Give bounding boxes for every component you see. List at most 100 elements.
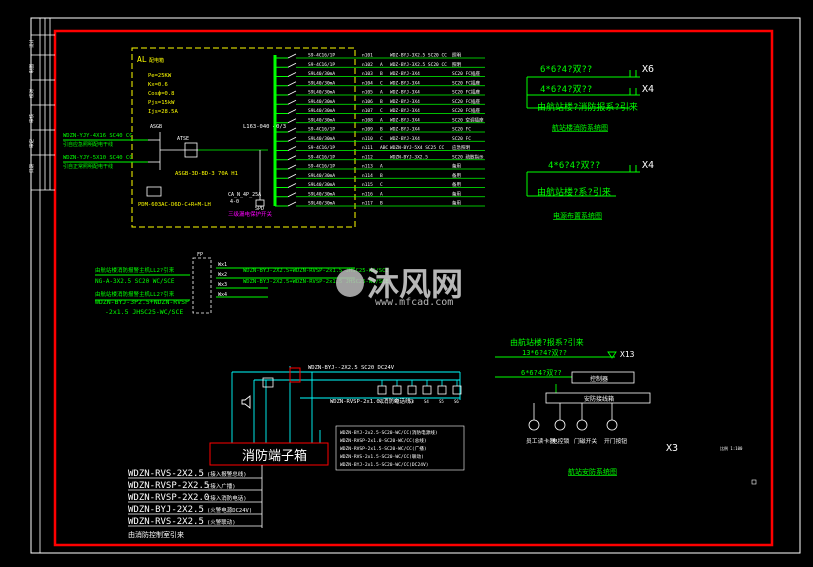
detector-label: S1 [379, 399, 384, 404]
ml-outcable1: WDZN-BYJ-2X2.5+WDZN-RVSP-2x1.5 JHSC25-WC… [243, 268, 389, 274]
breaker-symbol [287, 118, 297, 124]
legend-right-line: WDZN-RVS-2x1.5-SC20-WC/CC(联动) [340, 453, 424, 460]
spd-symbol [255, 150, 265, 207]
fp-output-label: Wx1 [218, 262, 227, 268]
ats-switch [148, 132, 268, 170]
circuit-phase: C [380, 80, 383, 86]
ml-cable2: WDZN-BYJ-3P2.5+NDZN-RVSP [95, 298, 189, 306]
circuit-breaker: S9-4C16/1P [308, 127, 335, 133]
fp-box [192, 257, 212, 314]
circuit-breaker: S9L40/30mA [308, 108, 335, 114]
circuit-use: SC20 FC [452, 127, 471, 133]
title-block-label: 审定 [28, 139, 35, 148]
ur-tag1: X6 [642, 64, 654, 75]
circuit-phase: B [380, 71, 383, 77]
lower-bus-cable: WDZN-RVSP-2x1.0(消防电话线) [330, 397, 414, 405]
circuit-id: n111 [362, 145, 373, 151]
breaker-symbol [287, 72, 297, 77]
circuit-cable: WDZ-BYJ-3X2.5 SC20 CC [390, 62, 447, 68]
breaker-symbol [287, 127, 297, 133]
legend-right: WDZN-BYJ-2x2.5-SC20-WC/CC(消防电源线)WDZN-RVS… [340, 429, 438, 468]
device-symbol-icon [606, 419, 618, 431]
circuit-use: SC20 FC [452, 136, 471, 142]
lower-top-cable: WDZN-BYJ--2X2.5 SC20 DC24V [308, 365, 395, 371]
branch-sub: 4-0 [230, 199, 239, 205]
title-block-label: 校对 [28, 89, 35, 98]
ur-line2: 4*6?4?双?? [540, 84, 592, 95]
circuit-use: 应急照明 [452, 144, 470, 151]
watermark-main: 沐风网 [367, 265, 463, 303]
lr-tag1: X13 [620, 350, 635, 359]
fp-output-label: Wx3 [218, 282, 227, 288]
breaker-symbol [287, 109, 297, 114]
circuit-breaker: S9-4C16/1P [308, 164, 335, 170]
circuit-use: 备用 [452, 172, 461, 179]
circuit-phase: C [380, 108, 383, 114]
circuit-cable: WDZ-BYJ-3X4 [390, 80, 420, 86]
circuit-cable: WDZ-BYJ-3X4 [390, 108, 420, 114]
circuit-breaker: S9L40/30mA [308, 136, 335, 142]
ur-caption2: 电源布置系统图 [553, 211, 602, 220]
ml-outcable2: WDZN-BYJ-2X2.5+WDZN-RVSP-2x1.5 JHSC25-WC… [243, 279, 389, 285]
ml-cable2b: -2x1.5 JHSC25-WC/SCE [105, 308, 183, 316]
upper-right-jacks [629, 70, 637, 173]
circuit-use: SC20 FC插座 [452, 107, 480, 114]
upper-right-lines [526, 76, 640, 197]
terminal-box-label: 消防端子箱 [242, 448, 307, 464]
hub-box [545, 392, 651, 404]
circuit-phase: C [380, 136, 383, 142]
circuit-phase: B [380, 99, 383, 105]
device-label: 员工读卡器 [526, 437, 555, 445]
circuit-id: n101 [362, 53, 373, 59]
breaker-symbol [287, 183, 297, 188]
legend-left-note: (火警联动) [207, 518, 236, 526]
breaker-symbol [287, 99, 297, 105]
circuit-use: 备用 [452, 181, 461, 188]
detector-box [452, 385, 462, 395]
lower-footer: 由消防控制室引来 [128, 530, 184, 539]
incoming-src-2: 引自正常照明配电干线 [63, 163, 113, 170]
legend-right-line: WDZN-RVSP-2x1.0-SC20-WC/CC(总线) [340, 437, 427, 444]
breaker-symbol [287, 192, 297, 198]
speaker-icon [241, 395, 251, 409]
circuit-cable: WDZ-BYJ-3X4 [390, 117, 420, 123]
circuit-id: n103 [362, 71, 373, 77]
lr-caption: 航站安防系统图 [568, 467, 617, 476]
incoming-cable-2: WDZN-YJY-5X10 SC40 CC [63, 155, 133, 161]
title-block [31, 18, 55, 553]
breaker-symbol [287, 146, 297, 151]
ur-ref: 由航站楼?消防报系?引来 [537, 101, 638, 113]
circuit-use: SC20 FC插座 [452, 79, 480, 86]
detector-label: S3 [409, 399, 414, 404]
circuit-use: 照明 [452, 62, 461, 68]
device-label: 门磁开关 [574, 437, 597, 445]
legend-right-line: WDZN-BYJ-2x2.5-SC20-WC/CC(消防电源线) [340, 429, 438, 436]
legend-left-note: (接入消防电话) [207, 494, 247, 502]
circuit-breaker: S9L40/30mA [308, 191, 335, 197]
title-block-label: 审核 [28, 114, 35, 123]
legend-left-note: (火警电源DC24V) [207, 506, 252, 514]
panel-param: Pe=25KW [148, 73, 172, 79]
circuit-use: SC20 空调插座 [452, 116, 484, 123]
circuit-cable: WDZ-BYJ-3X4 [390, 127, 420, 133]
circuit-id: n113 [362, 164, 373, 170]
circuit-id: n114 [362, 173, 373, 179]
circuit-cable: WDZN-BYJ-3X2.5 [390, 154, 428, 160]
circuit-use: 照明 [452, 53, 461, 59]
ml-src2: 由航站楼消防报警主机LL2?引来 [95, 290, 175, 298]
circuit-phase: A [380, 62, 383, 68]
detector-box [407, 385, 417, 395]
circuit-phase: B [380, 127, 383, 133]
breaker-symbol [287, 90, 297, 96]
legend-left-line: WDZN-RVSP-2X2.0 [128, 493, 209, 503]
device-box-2 [289, 367, 301, 383]
circuit-use: 备用 [452, 190, 461, 197]
legend-left-line: WDZN-RVSP-2X2.5 [128, 481, 209, 491]
hub-label: 安防接线箱 [584, 395, 614, 403]
circuit-cable: WDZ-BYJ-3X4 [390, 99, 420, 105]
